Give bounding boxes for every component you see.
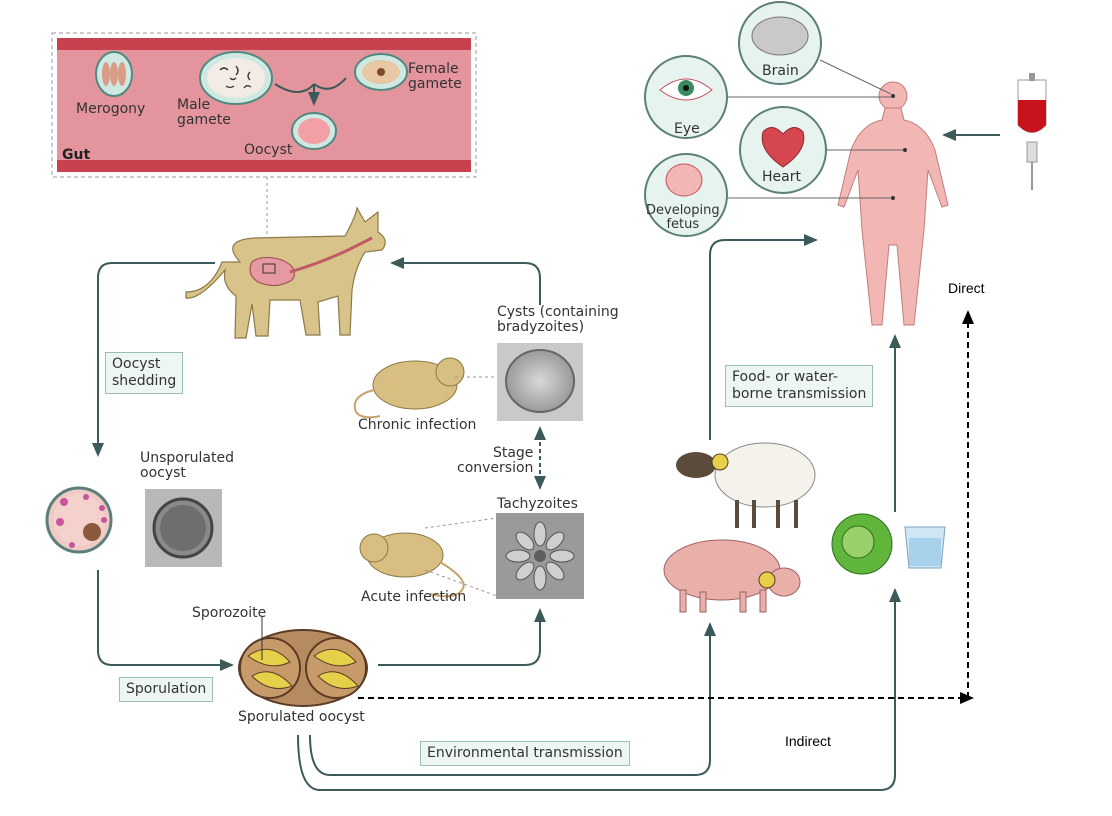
cysts-label: Cysts (containing bradyzoites) xyxy=(497,304,619,335)
heart-label: Heart xyxy=(762,169,801,185)
eye-label: Eye xyxy=(674,121,700,137)
indirect-label: Indirect xyxy=(785,733,831,749)
gut-panel xyxy=(51,32,477,178)
unsporulated-oocyst-illustration xyxy=(45,486,222,567)
sporulated-oocyst-illustration xyxy=(238,617,368,707)
direct-label: Direct xyxy=(948,280,985,296)
lettuce-illustration xyxy=(831,513,893,575)
iv-bag-illustration xyxy=(1017,73,1047,190)
sheep-illustration xyxy=(676,442,816,528)
chronic-mouse xyxy=(353,357,497,419)
heart-circle xyxy=(739,106,827,194)
environmental-transmission-label: Environmental transmission xyxy=(420,741,630,766)
gut-oocyst-label: Oocyst xyxy=(244,142,293,158)
chronic-infection-label: Chronic infection xyxy=(358,417,477,433)
unsporulated-label: Unsporulated oocyst xyxy=(140,450,234,481)
food-water-transmission-label: Food- or water- borne transmission xyxy=(725,365,874,407)
acute-mouse xyxy=(359,517,498,598)
gut-label: Gut xyxy=(62,147,91,163)
cyst-micrograph xyxy=(497,343,583,421)
pig-illustration xyxy=(663,539,801,613)
stage-conversion-label: Stage conversion xyxy=(457,445,534,476)
sporozoite-label: Sporozoite xyxy=(192,605,267,621)
cat-illustration xyxy=(185,206,386,339)
male-gamete-label: Male gamete xyxy=(177,97,231,128)
tachyzoites-label: Tachyzoites xyxy=(497,496,578,512)
sporulation-label: Sporulation xyxy=(119,677,214,702)
eye-circle xyxy=(644,55,728,139)
brain-circle xyxy=(738,1,822,85)
female-gamete-label: Female gamete xyxy=(408,61,462,92)
fetus-label: Developing fetus xyxy=(646,203,720,232)
human-figure xyxy=(837,81,949,326)
merogony-label: Merogony xyxy=(76,101,146,117)
oocyst-shedding-label: Oocyst shedding xyxy=(105,352,184,394)
acute-infection-label: Acute infection xyxy=(361,589,467,605)
fetus-circle xyxy=(644,153,728,237)
sporulated-oocyst-label: Sporulated oocyst xyxy=(238,709,365,725)
water-glass-illustration xyxy=(904,526,946,569)
brain-label: Brain xyxy=(762,63,799,79)
tachyzoites-micrograph xyxy=(496,513,584,599)
